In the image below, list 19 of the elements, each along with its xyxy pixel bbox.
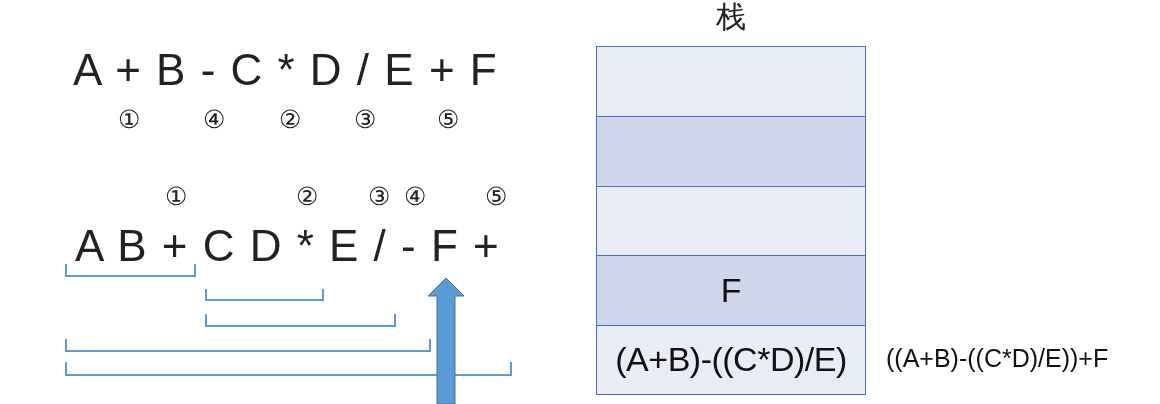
circled-number: ①	[165, 184, 187, 209]
circled-number: ②	[279, 107, 301, 132]
stack-cell: F	[597, 255, 865, 325]
circled-number: ⑤	[485, 184, 507, 209]
circled-number: ②	[296, 184, 318, 209]
expression-note: ((A+B)-((C*D)/E))+F	[886, 345, 1109, 371]
stack-cell: (A+B)-((C*D)/E)	[597, 324, 865, 394]
empty-stack-cell	[597, 47, 865, 117]
circled-number: ④	[404, 184, 426, 209]
circled-number: ⑤	[437, 107, 459, 132]
stack-heading: 栈	[715, 2, 747, 32]
expression: A B + C D * E / - F +	[75, 224, 499, 268]
empty-stack-cell	[597, 116, 865, 186]
circled-number: ③	[354, 107, 376, 132]
circled-number: ④	[203, 107, 225, 132]
circled-number: ①	[118, 107, 140, 132]
expression: A + B - C * D / E + F	[73, 48, 497, 92]
empty-stack-cell	[597, 185, 865, 256]
circled-number: ③	[368, 184, 390, 209]
